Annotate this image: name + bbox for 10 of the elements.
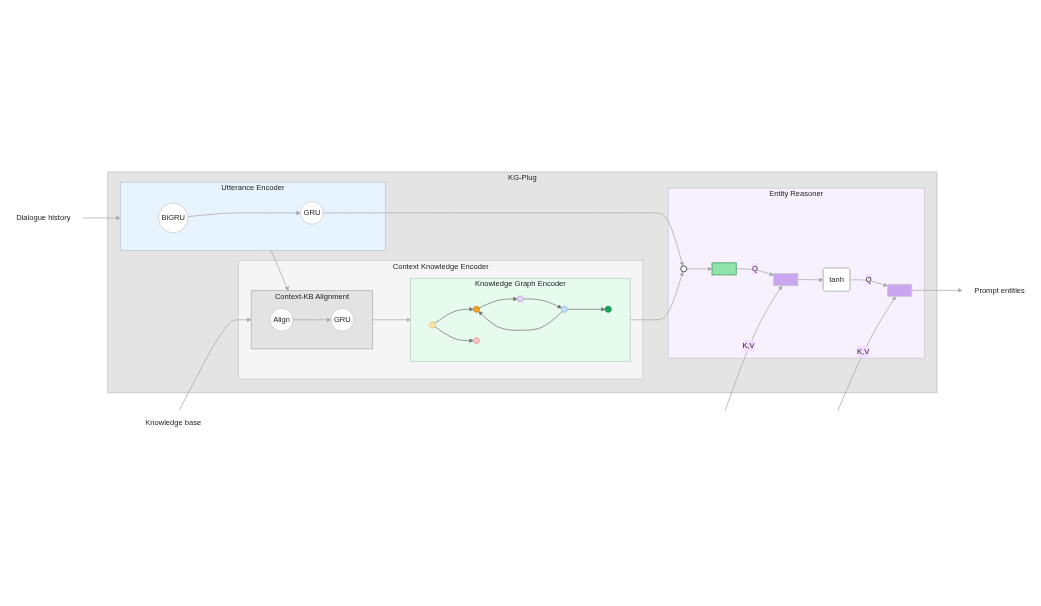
node-circle	[604, 305, 612, 313]
node-box	[773, 273, 799, 287]
node-circle	[560, 305, 568, 313]
node-circle	[473, 337, 480, 344]
node-circle	[473, 305, 480, 313]
node-circle	[680, 265, 688, 273]
node-circle	[429, 321, 436, 329]
node-bar	[711, 262, 737, 276]
node-box	[887, 283, 913, 297]
node-circle	[517, 295, 524, 303]
